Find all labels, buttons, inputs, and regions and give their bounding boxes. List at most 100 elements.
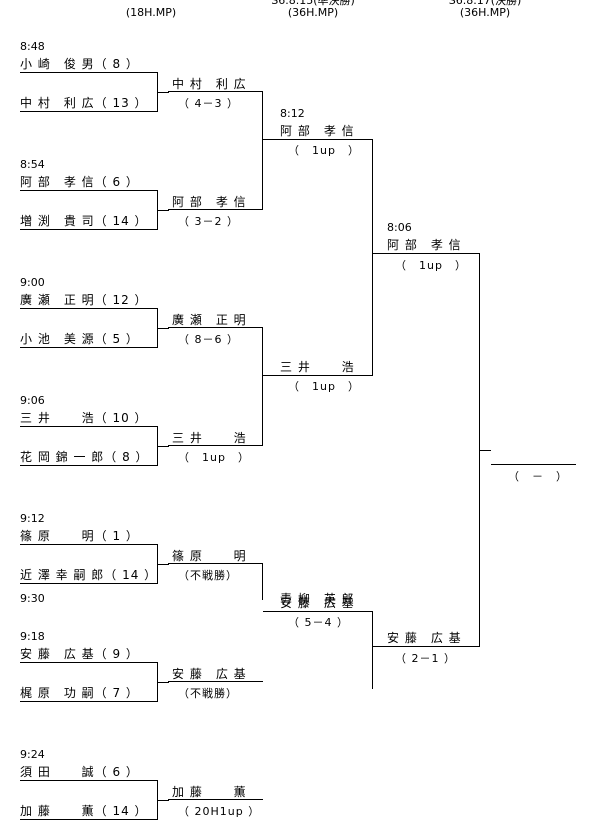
player-b-name: 小 池 美 源（ 5 ） [20, 332, 139, 346]
player-b-line [20, 347, 158, 348]
player-b-line [20, 229, 158, 230]
winner-line [168, 681, 250, 682]
player-b-line [20, 465, 158, 466]
match-stub [157, 210, 169, 211]
round1-score: （不戦勝） [178, 687, 238, 700]
round1-winner: 廣 瀬 正 明 [172, 313, 247, 327]
player-a-name: 須 田 誠（ 6 ） [20, 765, 139, 779]
round1-score: （ 1up ） [178, 451, 250, 464]
round2-bracket-vertical [372, 611, 373, 689]
round3-format-header: (36H.MP) [459, 6, 511, 19]
player-a-line [20, 780, 158, 781]
match-stub [157, 800, 169, 801]
player-b-name: 梶 原 功 嗣（ 7 ） [20, 686, 139, 700]
match-time: 9:18 [20, 630, 45, 643]
match-time: 8:54 [20, 158, 45, 171]
winner-line [168, 563, 250, 564]
match-stub [157, 682, 169, 683]
player-a-line [20, 544, 158, 545]
round2-partial-connector [262, 598, 263, 600]
round1-top-join [250, 327, 263, 328]
round3-winner-line [384, 646, 480, 647]
round1-bottom-join [250, 445, 263, 446]
player-a-line [20, 662, 158, 663]
round3-date-header: S6.8.17(決勝) [448, 0, 522, 7]
match-stub [157, 446, 169, 447]
player-b-name: 花 岡 錦 一 郎（ 8 ） [20, 450, 149, 464]
player-b-name: 中 村 利 広（ 13 ） [20, 96, 148, 110]
winner-line [168, 445, 250, 446]
player-a-line [20, 190, 158, 191]
round2-date-header: S6.8.15(準決勝) [271, 0, 355, 7]
player-a-line [20, 72, 158, 73]
round2-winner-partial: 青 柳 英 郎 [280, 592, 355, 606]
player-b-name: 近 澤 幸 嗣 郎（ 14 ） [20, 568, 158, 582]
final-stub [479, 450, 491, 451]
match-time: 9:24 [20, 748, 45, 761]
round3-score: （ 1up ） [395, 259, 467, 272]
round1-bottom-join [250, 681, 263, 682]
round2-time: 8:12 [280, 107, 305, 120]
player-a-name: 安 藤 広 基（ 9 ） [20, 647, 139, 661]
round1-score: （不戦勝） [178, 569, 238, 582]
round1-winner: 中 村 利 広 [172, 77, 247, 91]
round3-score: （ 2－1 ） [395, 652, 456, 665]
round2-winner-line [263, 611, 373, 612]
player-b-name: 加 藤 薫（ 14 ） [20, 804, 148, 818]
round1-bracket-vertical [262, 91, 263, 209]
round1-winner: 加 藤 薫 [172, 785, 247, 799]
match-time: 9:00 [20, 276, 45, 289]
round2-bracket-vertical [372, 139, 373, 375]
round1-bracket-vertical [262, 327, 263, 445]
round2-winner-line [263, 139, 373, 140]
player-b-line [20, 111, 158, 112]
player-a-name: 阿 部 孝 信（ 6 ） [20, 175, 139, 189]
round1-top-join [250, 799, 263, 800]
round1-winner: 安 藤 広 基 [172, 667, 247, 681]
match-stub [157, 564, 169, 565]
match-time-partial: 9:30 [20, 592, 45, 605]
round1-bottom-join [250, 209, 263, 210]
winner-line [168, 91, 250, 92]
round1-format-header: (18H.MP) [125, 6, 177, 19]
round3-winner-line [384, 253, 480, 254]
round2-winner: 三 井 浩 [280, 360, 355, 374]
player-a-name: 小 崎 俊 男（ 8 ） [20, 57, 139, 71]
round3-winner: 阿 部 孝 信 [387, 238, 462, 252]
round2-score: （ 1up ） [288, 144, 360, 157]
round1-top-join [250, 563, 263, 564]
round2-winner: 阿 部 孝 信 [280, 124, 355, 138]
round3-time: 8:06 [387, 221, 412, 234]
match-time: 8:48 [20, 40, 45, 53]
match-stub [157, 92, 169, 93]
player-b-line [20, 583, 158, 584]
round3-stub [372, 253, 385, 254]
match-time: 9:12 [20, 512, 45, 525]
player-a-line [20, 426, 158, 427]
round1-score: （ 3－2 ） [178, 215, 239, 228]
round1-winner: 三 井 浩 [172, 431, 247, 445]
round1-score: （ 8－6 ） [178, 333, 239, 346]
round2-score: （ 1up ） [288, 380, 360, 393]
winner-line [168, 327, 250, 328]
match-stub [157, 328, 169, 329]
round1-winner: 篠 原 明 [172, 549, 247, 563]
player-a-name: 三 井 浩（ 10 ） [20, 411, 148, 425]
player-a-name: 篠 原 明（ 1 ） [20, 529, 139, 543]
match-time: 9:06 [20, 394, 45, 407]
round1-top-join [250, 91, 263, 92]
player-b-name: 増 渕 貴 司（ 14 ） [20, 214, 148, 228]
player-a-name: 廣 瀬 正 明（ 12 ） [20, 293, 148, 307]
winner-line [168, 799, 250, 800]
round2-format-header: (36H.MP) [287, 6, 339, 19]
player-a-line [20, 308, 158, 309]
round1-bracket-vertical [262, 563, 263, 600]
winner-line [168, 209, 250, 210]
round3-winner: 安 藤 広 基 [387, 631, 462, 645]
final-score: （ － ） [508, 470, 568, 483]
round1-score: （ 20H1up ） [178, 805, 261, 818]
round1-score: （ 4－3 ） [178, 97, 239, 110]
player-b-line [20, 701, 158, 702]
round1-winner: 阿 部 孝 信 [172, 195, 247, 209]
round2-score: （ 5－4 ） [288, 616, 349, 629]
